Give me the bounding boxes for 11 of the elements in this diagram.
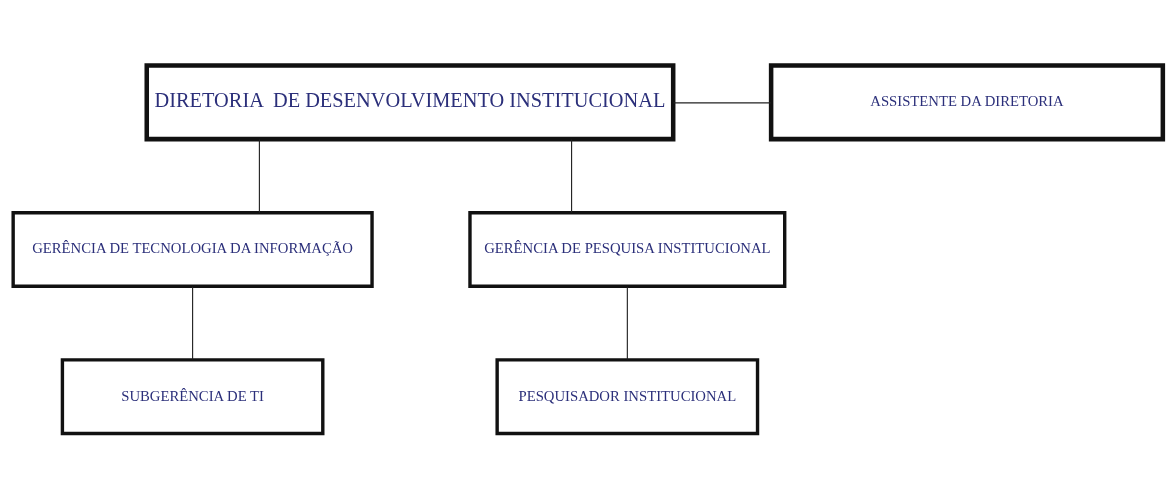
node-box: DIRETORIA DE DESENVOLVIMENTO INSTITUCIONAL: [144, 63, 676, 142]
connector: [672, 102, 772, 104]
connector: [192, 286, 194, 361]
node-box: GERÊNCIA DE PESQUISA INSTITUCIONAL: [468, 211, 787, 288]
connector: [571, 138, 573, 213]
connector: [258, 138, 260, 213]
node-box: PESQUISADOR INSTITUCIONAL: [495, 358, 760, 436]
node-box: SUBGERÊNCIA DE TI: [60, 358, 325, 436]
node-box: GERÊNCIA DE TECNOLOGIA DA INFORMAÇÃO: [11, 211, 374, 288]
connector: [626, 286, 628, 361]
node-box: ASSISTENTE DA DIRETORIA: [768, 63, 1166, 142]
